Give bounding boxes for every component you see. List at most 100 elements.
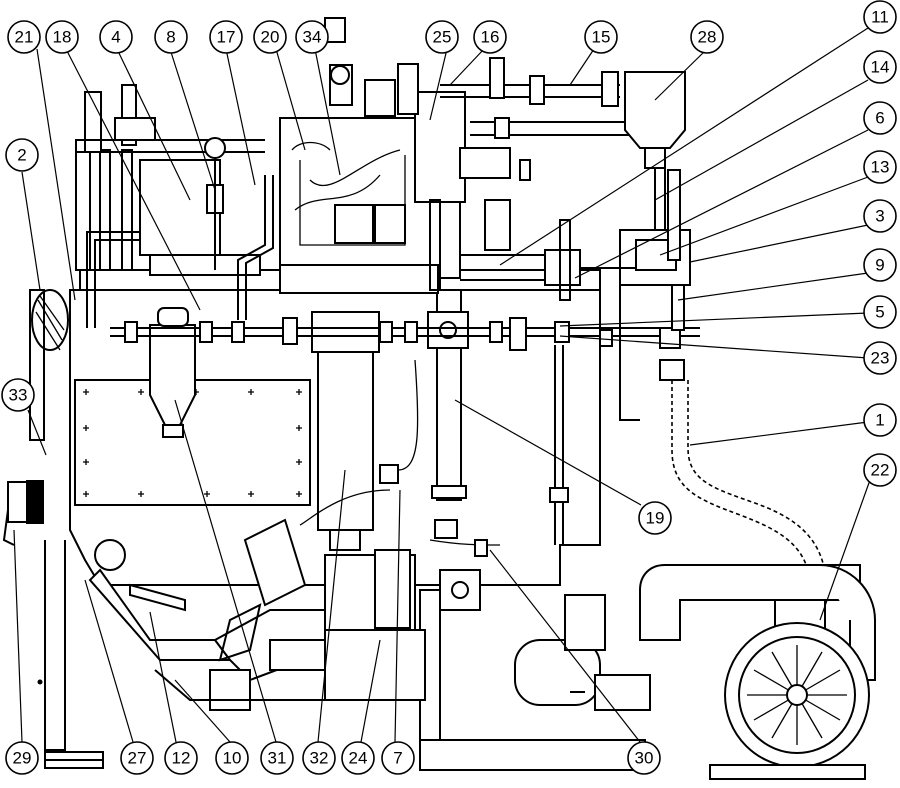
- pipe-fittings: [124, 317, 681, 351]
- callout-number: 7: [393, 749, 402, 768]
- callout-circle: [638, 501, 672, 535]
- callout-number: 24: [349, 749, 368, 768]
- callout-number: 11: [871, 8, 889, 27]
- callout-number: 25: [433, 28, 452, 47]
- callout-number: 30: [635, 749, 654, 768]
- callout-number: 18: [53, 28, 72, 47]
- pressure-gauge: [204, 137, 226, 159]
- callout-number: 1: [875, 411, 884, 430]
- callout-circle: [863, 453, 897, 487]
- callout-circle: [863, 199, 897, 233]
- callout-30: 30: [627, 741, 661, 775]
- callout-circle: [7, 20, 41, 54]
- callout-22: 22: [863, 453, 897, 487]
- callout-circle: [164, 741, 198, 775]
- callout-circle: [5, 741, 39, 775]
- callout-8: 8: [154, 20, 188, 54]
- callout-1: 1: [863, 403, 897, 437]
- callout-circle: [627, 741, 661, 775]
- callout-circle: [863, 101, 897, 135]
- callout-circle: [302, 741, 336, 775]
- callout-12: 12: [164, 741, 198, 775]
- callout-number: 12: [172, 749, 191, 768]
- callout-number: 16: [481, 28, 500, 47]
- callout-14: 14: [863, 50, 897, 84]
- callout-circle: [690, 20, 724, 54]
- machine-outline: [2, 17, 876, 780]
- callout-number: 34: [303, 28, 322, 47]
- motor-fins: [747, 645, 847, 745]
- callout-circle: [863, 150, 897, 184]
- callout-28: 28: [690, 20, 724, 54]
- callout-number: 4: [111, 28, 120, 47]
- filter-bowl: [149, 324, 196, 426]
- callout-23: 23: [863, 341, 897, 375]
- callout-21: 21: [7, 20, 41, 54]
- callout-circle: [99, 20, 133, 54]
- callout-number: 29: [13, 749, 32, 768]
- callout-9: 9: [863, 248, 897, 282]
- callout-number: 19: [646, 509, 665, 528]
- callout-circle: [215, 741, 249, 775]
- callout-13: 13: [863, 150, 897, 184]
- callout-number: 27: [128, 749, 147, 768]
- callout-number: 13: [871, 158, 890, 177]
- callout-number: 20: [261, 28, 280, 47]
- callout-20: 20: [253, 20, 287, 54]
- oil-cup: [624, 71, 686, 149]
- callout-17: 17: [209, 20, 243, 54]
- callout-circle: [584, 20, 618, 54]
- callout-circle: [260, 741, 294, 775]
- callout-circle: [863, 341, 897, 375]
- callout-number: 17: [217, 28, 236, 47]
- main-housing: [69, 289, 601, 586]
- callout-7: 7: [381, 741, 415, 775]
- callout-circle: [5, 138, 39, 172]
- callout-circle: [341, 741, 375, 775]
- lower-pump: [514, 639, 601, 706]
- callout-circle: [154, 20, 188, 54]
- callout-number: 9: [875, 256, 884, 275]
- callout-24: 24: [341, 741, 375, 775]
- callout-circle: [120, 741, 154, 775]
- callout-number: 31: [268, 749, 287, 768]
- leader-lines: [13, 27, 871, 743]
- callout-number: 15: [592, 28, 611, 47]
- central-cylinder: [317, 317, 374, 531]
- callout-circle: [425, 20, 459, 54]
- callout-circle: [863, 295, 897, 329]
- callout-circle: [1, 378, 35, 412]
- callout-3: 3: [863, 199, 897, 233]
- flexible-hose: [671, 380, 811, 581]
- callout-16: 16: [473, 20, 507, 54]
- callout-circle: [863, 248, 897, 282]
- callout-circle: [473, 20, 507, 54]
- callout-circle: [863, 50, 897, 84]
- callout-32: 32: [302, 741, 336, 775]
- callout-circle: [45, 20, 79, 54]
- callout-number: 23: [871, 349, 890, 368]
- support-column: [44, 540, 66, 751]
- callout-2: 2: [5, 138, 39, 172]
- diagonal-cylinder: [243, 518, 307, 607]
- callout-circle: [295, 20, 329, 54]
- callout-29: 29: [5, 741, 39, 775]
- callout-number: 22: [871, 461, 890, 480]
- callout-6: 6: [863, 101, 897, 135]
- panel-bolts: [83, 389, 302, 497]
- callout-number: 14: [871, 58, 890, 77]
- callout-number: 21: [15, 28, 34, 47]
- callout-number: 6: [875, 109, 884, 128]
- callout-circle: [863, 0, 897, 34]
- callout-circle: [209, 20, 243, 54]
- callout-number: 5: [875, 303, 884, 322]
- callout-31: 31: [260, 741, 294, 775]
- callout-27: 27: [120, 741, 154, 775]
- callout-5: 5: [863, 295, 897, 329]
- callout-18: 18: [45, 20, 79, 54]
- callout-15: 15: [584, 20, 618, 54]
- callout-10: 10: [215, 741, 249, 775]
- callout-circle: [253, 20, 287, 54]
